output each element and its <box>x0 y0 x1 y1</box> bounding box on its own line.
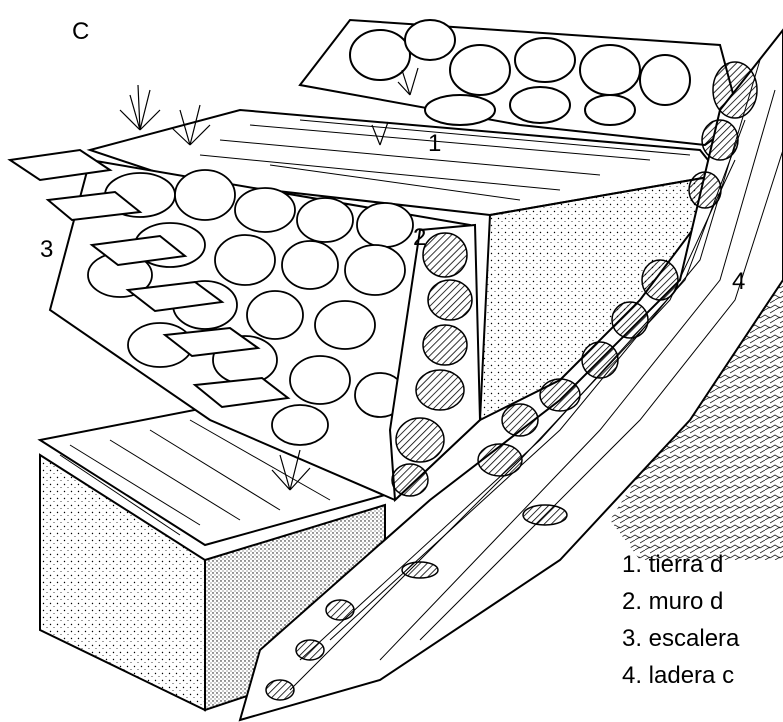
callout-2: 2 <box>413 226 426 250</box>
figure-letter: C <box>72 20 89 44</box>
callout-1: 1 <box>428 132 441 156</box>
legend-item-3: 3. escalera <box>622 627 739 651</box>
legend-item-2: 2. muro d <box>622 590 723 614</box>
legend-item-4: 4. ladera c <box>622 664 734 688</box>
callout-4: 4 <box>732 270 745 294</box>
legend-item-1: 1. tierra d <box>622 553 723 577</box>
callout-3: 3 <box>40 238 53 262</box>
